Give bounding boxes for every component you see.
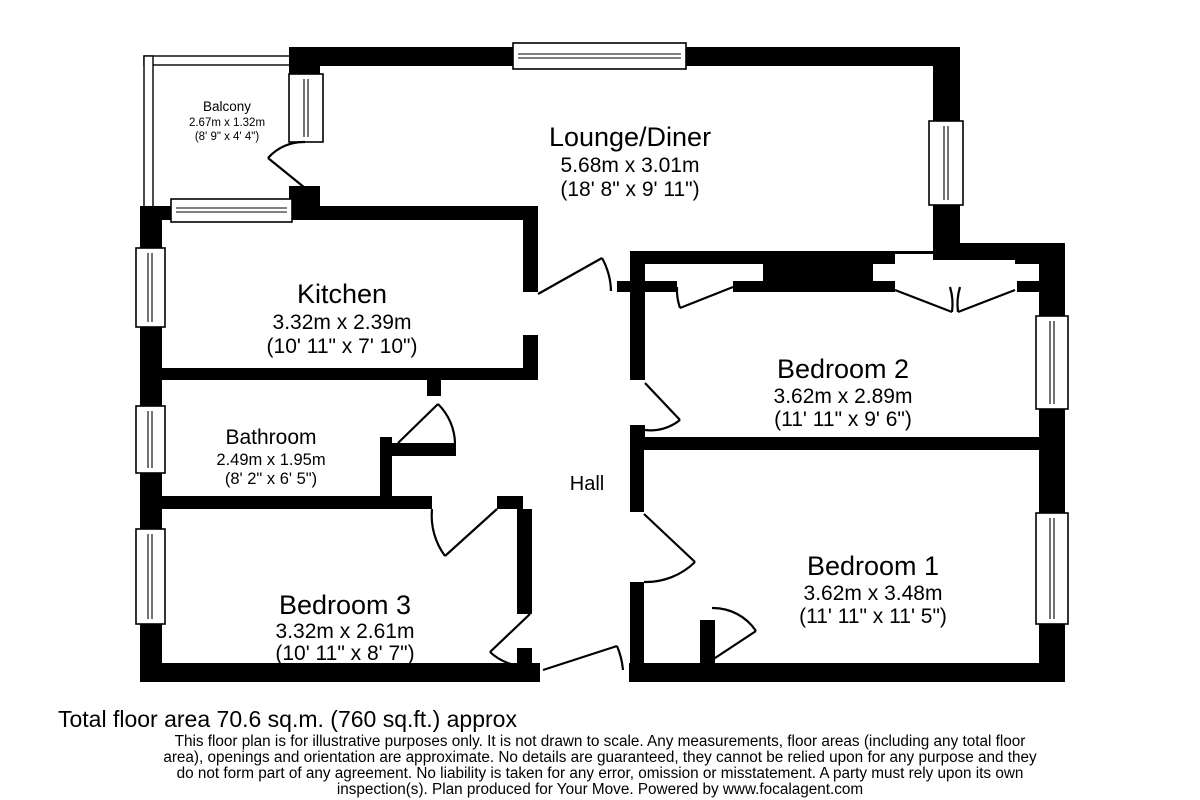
room-dim-imperial-kitchen: (10' 11" x 7' 10") <box>267 335 418 358</box>
wall-segment <box>289 186 320 218</box>
room-dim-imperial-bedroom3: (10' 11" x 8' 7") <box>275 642 414 665</box>
wall-segment <box>630 450 644 512</box>
balcony-door <box>267 140 306 189</box>
wall-segment <box>645 281 677 292</box>
balcony-kitchen-window <box>170 198 293 223</box>
room-dim-imperial-bathroom: (8' 2" x 6' 5") <box>225 470 317 488</box>
bathroom-window <box>135 405 166 474</box>
front-door-opening <box>540 661 629 684</box>
lounge-right-window <box>928 120 964 206</box>
wall-segment <box>140 496 432 509</box>
room-dim-metric-bedroom3: 3.32m x 2.61m <box>276 620 415 643</box>
room-dim-imperial-balcony: (8' 9" x 4' 4") <box>195 131 259 143</box>
room-name-bathroom: Bathroom <box>225 426 316 449</box>
disclaimer-line-3: do not form part of any agreement. No li… <box>177 765 1024 782</box>
room-name-balcony: Balcony <box>203 99 251 114</box>
footer: Total floor area 70.6 sq.m. (760 sq.ft.)… <box>58 706 1037 798</box>
lounge-double-doors <box>894 286 1016 314</box>
room-name-lounge: Lounge/Diner <box>549 122 711 152</box>
wall-segment <box>700 620 715 663</box>
room-dim-metric-kitchen: 3.32m x 2.39m <box>273 311 412 334</box>
lounge-top-window <box>512 42 687 70</box>
wall-segment <box>289 47 320 78</box>
front-entrance-door <box>542 644 625 672</box>
room-dim-metric-bathroom: 2.49m x 1.95m <box>216 451 325 469</box>
wall-segment <box>630 582 644 663</box>
room-dim-metric-bedroom1: 3.62m x 3.48m <box>804 582 943 605</box>
room-dim-metric-balcony: 2.67m x 1.32m <box>189 117 265 129</box>
kitchen-window <box>135 247 166 328</box>
wall-segment <box>497 496 523 509</box>
cupboard-door <box>711 606 757 661</box>
kitchen-door <box>537 257 613 295</box>
bedroom3-side-door <box>489 613 531 668</box>
bedroom1-door <box>643 513 696 584</box>
wall-segment <box>763 251 873 292</box>
room-dim-imperial-bedroom2: (11' 11" x 9' 6") <box>774 408 912 431</box>
wall-segment <box>380 443 456 456</box>
wall-segment <box>517 648 532 663</box>
wall-segment <box>1015 251 1039 264</box>
room-name-hall: Hall <box>570 473 604 495</box>
disclaimer-line-1: This floor plan is for illustrative purp… <box>175 733 1026 750</box>
bedroom2-hall-door <box>644 382 681 432</box>
room-labels: Balcony 2.67m x 1.32m (8' 9" x 4' 4") Lo… <box>189 99 947 665</box>
wall-segment <box>617 281 631 292</box>
bedroom3-window <box>135 528 166 625</box>
bedroom2-window <box>1035 315 1069 410</box>
wall-segment <box>630 425 645 450</box>
wall-segment <box>1017 281 1039 292</box>
bedroom2-lounge-door <box>675 285 734 310</box>
room-name-kitchen: Kitchen <box>297 279 387 309</box>
room-dim-metric-bedroom2: 3.62m x 2.89m <box>774 385 913 408</box>
total-floor-area: Total floor area 70.6 sq.m. (760 sq.ft.)… <box>58 706 517 732</box>
wall-segment <box>873 281 895 292</box>
room-name-bedroom3: Bedroom 3 <box>279 590 411 620</box>
room-dim-metric-lounge: 5.68m x 3.01m <box>561 154 700 177</box>
room-dim-imperial-bedroom1: (11' 11" x 11' 5") <box>799 605 947 628</box>
bedroom1-window <box>1035 512 1069 625</box>
wall-segment <box>645 437 1039 450</box>
wall-segment <box>523 213 538 292</box>
wall-segment <box>873 251 895 264</box>
disclaimer-line-4: inspection(s). Plan produced for Your Mo… <box>337 781 863 798</box>
bathroom-door <box>397 403 457 444</box>
balcony-lounge-window <box>288 73 324 143</box>
wall-segment <box>517 509 532 614</box>
wall-segment <box>162 368 538 380</box>
interior-walls <box>140 213 1039 663</box>
room-name-bedroom1: Bedroom 1 <box>807 551 939 581</box>
room-name-bedroom2: Bedroom 2 <box>777 354 909 384</box>
opening-threshold <box>895 251 1015 254</box>
wall-segment <box>630 251 645 380</box>
disclaimer-line-2: area), openings and orientation are appr… <box>163 749 1037 766</box>
room-dim-imperial-lounge: (18' 8" x 9' 11") <box>560 178 699 201</box>
bedroom3-top-door <box>430 508 498 557</box>
wall-segment <box>631 251 765 264</box>
wall-segment <box>427 380 441 396</box>
wall-segment <box>733 281 765 292</box>
